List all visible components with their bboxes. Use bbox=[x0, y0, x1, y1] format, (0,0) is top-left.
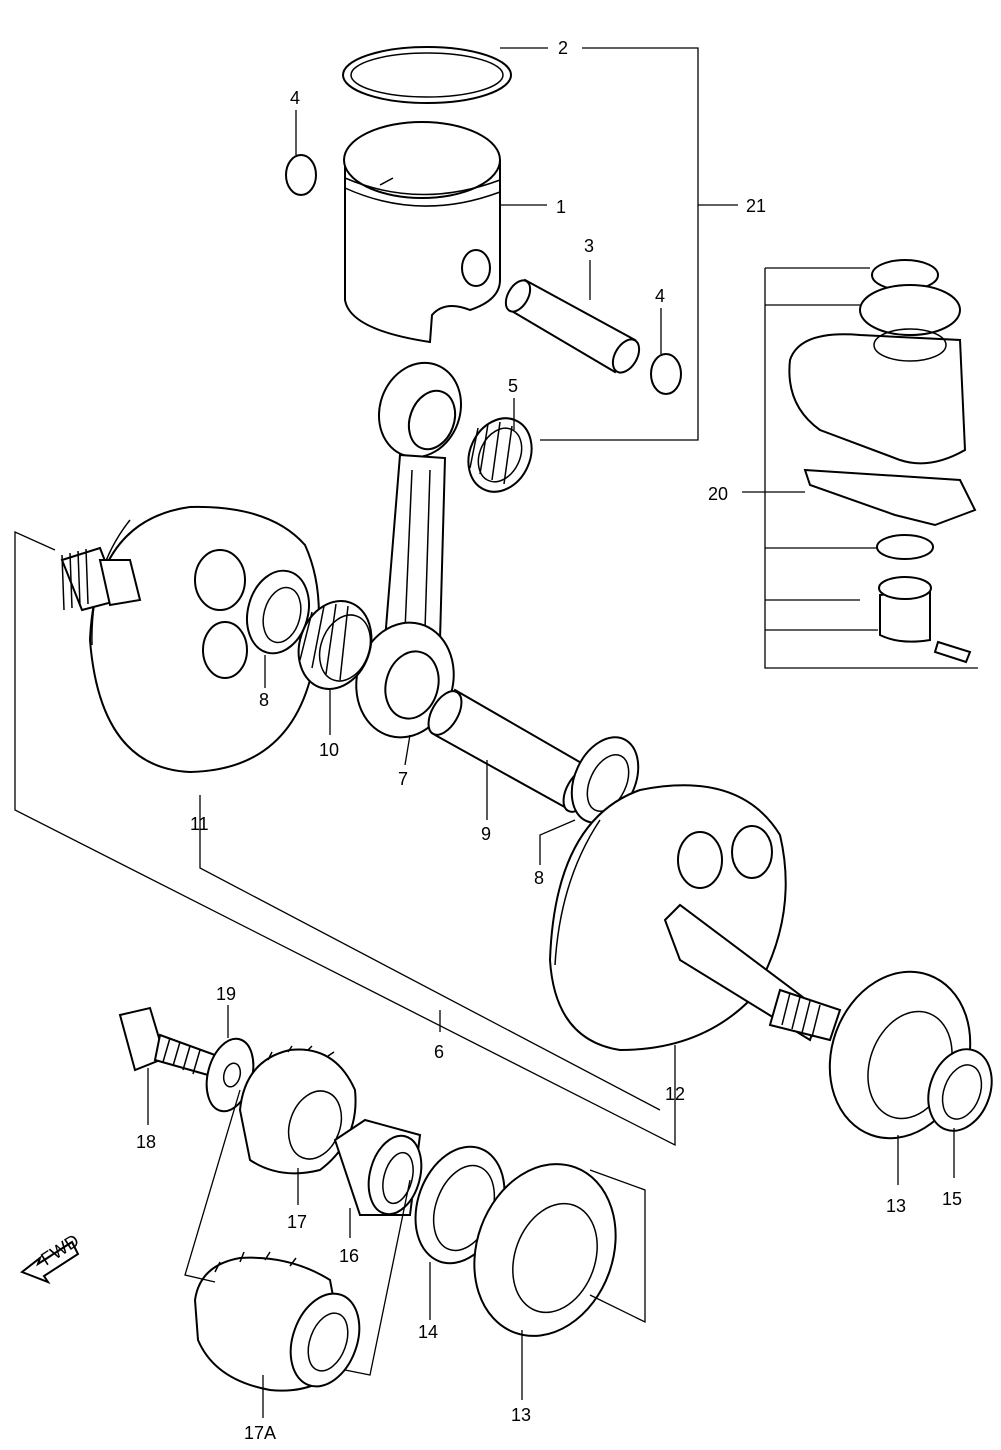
callout-1: 1 bbox=[556, 197, 566, 217]
callout-9: 9 bbox=[481, 824, 491, 844]
callout-13-right: 13 bbox=[886, 1196, 906, 1216]
cylinder-set-inset[interactable] bbox=[788, 259, 977, 664]
callout-5: 5 bbox=[508, 376, 518, 396]
callout-16: 16 bbox=[339, 1246, 359, 1266]
callout-17: 17 bbox=[287, 1212, 307, 1232]
fwd-arrow-icon: FWD bbox=[19, 1230, 83, 1285]
callout-labels: 1 2 3 4 4 5 6 7 8 8 9 10 11 12 13 13 14 … bbox=[136, 38, 962, 1443]
circlip-right[interactable] bbox=[650, 353, 682, 395]
callout-21: 21 bbox=[746, 196, 766, 216]
callout-4-left: 4 bbox=[290, 88, 300, 108]
spacer[interactable] bbox=[333, 1118, 430, 1220]
callout-7: 7 bbox=[398, 769, 408, 789]
left-crank-wheel[interactable] bbox=[60, 505, 320, 774]
small-end-bearing[interactable] bbox=[457, 408, 543, 502]
big-end-bearing[interactable] bbox=[287, 591, 384, 700]
callout-20: 20 bbox=[708, 484, 728, 504]
callout-11: 11 bbox=[190, 814, 209, 834]
callout-8-right: 8 bbox=[534, 868, 544, 888]
callout-10: 10 bbox=[319, 740, 339, 760]
callout-3: 3 bbox=[584, 236, 594, 256]
callout-15: 15 bbox=[942, 1189, 962, 1209]
callout-8-left: 8 bbox=[259, 690, 269, 710]
oil-seal-right[interactable] bbox=[917, 1040, 1001, 1139]
leader-lines bbox=[14, 47, 978, 1418]
piston-pin[interactable] bbox=[501, 276, 645, 377]
primary-drive-gear-alt[interactable] bbox=[193, 1251, 371, 1396]
callout-17a: 17A bbox=[244, 1423, 276, 1443]
callout-4-right: 4 bbox=[655, 286, 665, 306]
thrust-washer-left[interactable] bbox=[238, 564, 318, 661]
callout-14: 14 bbox=[418, 1322, 438, 1342]
piston[interactable] bbox=[343, 121, 501, 344]
callout-12: 12 bbox=[665, 1084, 685, 1104]
main-bearing-left[interactable] bbox=[451, 1144, 639, 1356]
crank-bolt[interactable] bbox=[118, 1006, 217, 1077]
callout-13-left: 13 bbox=[511, 1405, 531, 1425]
callout-6: 6 bbox=[434, 1042, 444, 1062]
piston-ring[interactable] bbox=[342, 46, 512, 104]
connecting-rod[interactable] bbox=[344, 351, 474, 748]
callout-19: 19 bbox=[216, 984, 236, 1004]
callout-2: 2 bbox=[558, 38, 568, 58]
circlip-left[interactable] bbox=[285, 154, 317, 196]
primary-drive-gear[interactable] bbox=[238, 1045, 357, 1175]
right-crank-wheel[interactable] bbox=[548, 784, 842, 1052]
callout-18: 18 bbox=[136, 1132, 156, 1152]
